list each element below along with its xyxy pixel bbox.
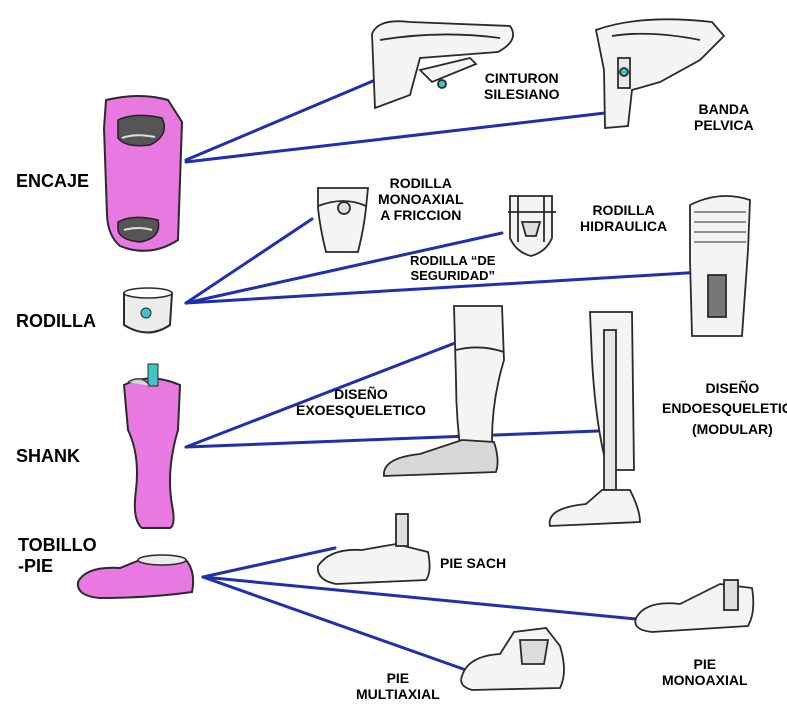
label-shank: SHANK (16, 446, 80, 467)
label-friccion-line1: RODILLA (378, 175, 464, 191)
label-exo-line2: EXOESQUELETICO (296, 402, 426, 418)
label-seguridad-line2: SEGURIDAD” (410, 269, 495, 284)
label-tobillo-pie: TOBILLO -PIE (18, 535, 97, 576)
label-endo-line3: (MODULAR) (662, 419, 787, 439)
label-hidraulica-line2: HIDRAULICA (580, 218, 667, 234)
line-pie-monoaxial (203, 577, 646, 620)
label-rodilla-seguridad: RODILLA “DE SEGURIDAD” (410, 254, 495, 284)
label-pie-multiaxial: PIE MULTIAXIAL (356, 670, 440, 702)
label-pie-multiaxial-line1: PIE (356, 670, 440, 686)
rodilla-seguridad-sketch (508, 196, 556, 256)
label-banda-line1: BANDA (694, 101, 754, 117)
label-pie-multiaxial-line2: MULTIAXIAL (356, 686, 440, 702)
label-hidraulica-line1: RODILLA (580, 202, 667, 218)
label-rodilla-hidraulica: RODILLA HIDRAULICA (580, 202, 667, 234)
encaje-socket (104, 96, 182, 251)
label-encaje: ENCAJE (16, 171, 89, 192)
diseno-endoesqueletico-sketch (550, 312, 640, 526)
label-pie-monoaxial-line1: PIE (662, 656, 748, 672)
rodilla-knee (124, 288, 172, 333)
rodilla-friccion-sketch (318, 188, 368, 252)
label-exo-line1: DISEÑO (296, 386, 426, 402)
label-rodilla: RODILLA (16, 311, 96, 332)
label-diseno-exoesqueletico: DISEÑO EXOESQUELETICO (296, 386, 426, 418)
label-pie-sach: PIE SACH (440, 555, 506, 571)
label-cinturon-silesiano: CINTURON SILESIANO (484, 70, 559, 102)
shank-pylon (124, 364, 180, 528)
label-pie-monoaxial: PIE MONOAXIAL (662, 656, 748, 688)
label-cinturon-line1: CINTURON (484, 70, 559, 86)
label-diseno-endoesqueletico: DISEÑO ENDOESQUELETICO (MODULAR) (662, 378, 787, 439)
line-encaje-cinturon (186, 78, 380, 160)
label-seguridad-line1: RODILLA “DE (410, 254, 495, 269)
label-tobillo-pie-line2: -PIE (18, 556, 97, 577)
label-tobillo-pie-line1: TOBILLO (18, 535, 97, 556)
label-rodilla-monoaxial-friccion: RODILLA MONOAXIAL A FRICCION (378, 175, 464, 223)
label-friccion-line3: A FRICCION (378, 207, 464, 223)
label-banda-pelvica: BANDA PELVICA (694, 101, 754, 133)
pie-monoaxial-sketch (635, 580, 753, 632)
label-friccion-line2: MONOAXIAL (378, 191, 464, 207)
pie-multiaxial-sketch (461, 628, 564, 690)
rodilla-hidraulica-sketch (690, 196, 750, 336)
line-encaje-banda (186, 113, 605, 162)
line-pie-sach (203, 548, 335, 577)
label-endo-line1: DISEÑO (662, 378, 787, 398)
label-cinturon-line2: SILESIANO (484, 86, 559, 102)
label-pie-monoaxial-line2: MONOAXIAL (662, 672, 748, 688)
label-banda-line2: PELVICA (694, 117, 754, 133)
label-endo-line2: ENDOESQUELETICO (662, 398, 787, 418)
line-shank-endo (186, 431, 598, 447)
